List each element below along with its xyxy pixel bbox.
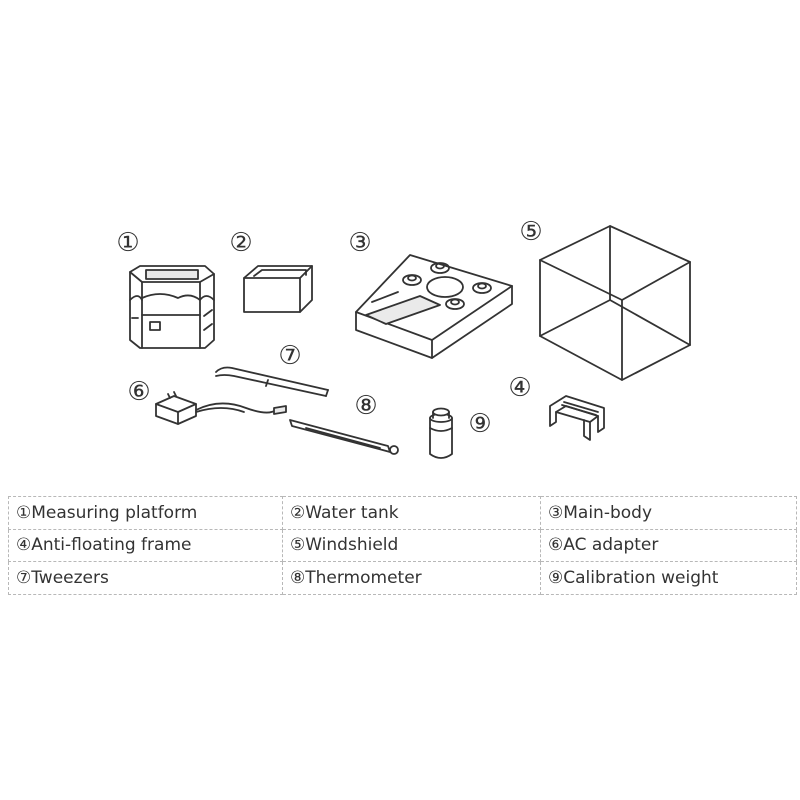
callout-8: ⑧ bbox=[354, 391, 378, 421]
tweezers-drawing bbox=[215, 366, 329, 397]
callout-5: ⑤ bbox=[519, 217, 543, 247]
parts-drawing bbox=[129, 225, 691, 459]
parts-illustration: ① ② ③ ⑤ ⑦ ⑥ ⑧ ④ ⑨ bbox=[116, 217, 691, 459]
callout-3: ③ bbox=[348, 228, 372, 258]
callout-6: ⑥ bbox=[127, 377, 151, 407]
main-body-drawing bbox=[355, 254, 513, 359]
legend-cell-ac-adapter: ⑥AC adapter bbox=[540, 528, 797, 563]
anti-floating-frame-drawing bbox=[549, 395, 605, 441]
parts-legend-table: ①Measuring platform ②Water tank ③Main-bo… bbox=[8, 496, 797, 595]
callout-1: ① bbox=[116, 228, 140, 258]
legend-row: ①Measuring platform ②Water tank ③Main-bo… bbox=[8, 496, 797, 530]
calibration-weight-drawing bbox=[429, 407, 453, 459]
legend-cell-thermometer: ⑧Thermometer bbox=[282, 561, 541, 595]
legend-cell-windshield: ⑤Windshield bbox=[282, 528, 541, 563]
ac-adapter-drawing bbox=[155, 391, 287, 425]
water-tank-drawing bbox=[243, 265, 313, 313]
legend-cell-measuring-platform: ①Measuring platform bbox=[8, 496, 283, 530]
legend-cell-tweezers: ⑦Tweezers bbox=[8, 561, 283, 595]
measuring-platform-drawing bbox=[129, 265, 215, 349]
callout-7: ⑦ bbox=[278, 341, 302, 371]
legend-cell-calibration-weight: ⑨Calibration weight bbox=[540, 561, 797, 595]
legend-cell-main-body: ③Main-body bbox=[540, 496, 797, 530]
thermometer-drawing bbox=[289, 419, 399, 455]
callout-4: ④ bbox=[508, 373, 532, 403]
legend-cell-anti-floating-frame: ④Anti-floating frame bbox=[8, 528, 283, 563]
legend-cell-water-tank: ②Water tank bbox=[282, 496, 541, 530]
legend-row: ⑦Tweezers ⑧Thermometer ⑨Calibration weig… bbox=[8, 561, 797, 595]
windshield-drawing bbox=[539, 225, 691, 381]
legend-row: ④Anti-floating frame ⑤Windshield ⑥AC ada… bbox=[8, 528, 797, 563]
callout-2: ② bbox=[229, 228, 253, 258]
callout-9: ⑨ bbox=[468, 409, 492, 439]
